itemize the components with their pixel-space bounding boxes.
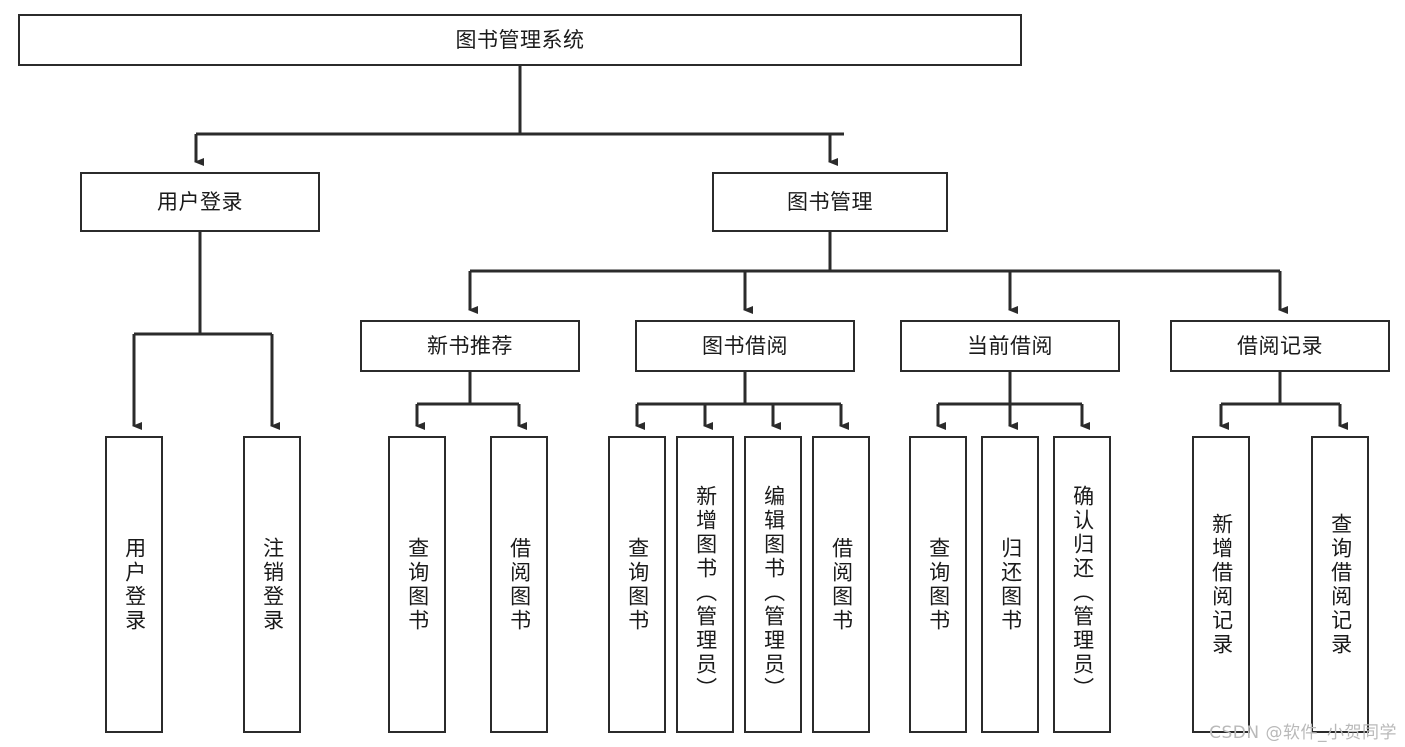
node-current-borrow-label: 当前借阅 xyxy=(967,333,1053,358)
node-borrow-record[interactable]: 借阅记录 xyxy=(1170,320,1390,372)
node-leaf-edit-book[interactable]: 编辑图书（管理员） xyxy=(744,436,802,733)
node-leaf-logout-label: 注销登录 xyxy=(260,536,285,633)
node-leaf-query-record[interactable]: 查询借阅记录 xyxy=(1311,436,1369,733)
node-leaf-add-record-label: 新增借阅记录 xyxy=(1209,512,1234,657)
node-leaf-query-book-1-label: 查询图书 xyxy=(405,536,430,633)
node-root-label: 图书管理系统 xyxy=(455,27,585,52)
node-leaf-return-book-label: 归还图书 xyxy=(998,536,1023,633)
node-leaf-confirm-return[interactable]: 确认归还（管理员） xyxy=(1053,436,1111,733)
node-user-login-label: 用户登录 xyxy=(157,189,243,214)
node-leaf-add-book-label: 新增图书（管理员） xyxy=(693,484,718,701)
node-leaf-query-book-3[interactable]: 查询图书 xyxy=(909,436,967,733)
node-leaf-query-book-2-label: 查询图书 xyxy=(625,536,650,633)
node-borrow-record-label: 借阅记录 xyxy=(1237,333,1323,358)
node-book-borrow[interactable]: 图书借阅 xyxy=(635,320,855,372)
node-current-borrow[interactable]: 当前借阅 xyxy=(900,320,1120,372)
node-leaf-query-record-label: 查询借阅记录 xyxy=(1328,512,1353,657)
node-leaf-query-book-1[interactable]: 查询图书 xyxy=(388,436,446,733)
node-book-borrow-label: 图书借阅 xyxy=(702,333,788,358)
node-user-login[interactable]: 用户登录 xyxy=(80,172,320,232)
node-leaf-add-book[interactable]: 新增图书（管理员） xyxy=(676,436,734,733)
node-book-manage[interactable]: 图书管理 xyxy=(712,172,948,232)
node-root[interactable]: 图书管理系统 xyxy=(18,14,1022,66)
node-leaf-query-book-2[interactable]: 查询图书 xyxy=(608,436,666,733)
node-leaf-query-book-3-label: 查询图书 xyxy=(926,536,951,633)
node-leaf-add-record[interactable]: 新增借阅记录 xyxy=(1192,436,1250,733)
node-leaf-borrow-book-1-label: 借阅图书 xyxy=(507,536,532,633)
node-leaf-confirm-return-label: 确认归还（管理员） xyxy=(1070,484,1095,701)
watermark: CSDN @软件_小贺同学 xyxy=(1209,723,1397,743)
node-new-book-rec-label: 新书推荐 xyxy=(427,333,513,358)
node-leaf-borrow-book-2-label: 借阅图书 xyxy=(829,536,854,633)
node-leaf-return-book[interactable]: 归还图书 xyxy=(981,436,1039,733)
node-book-manage-label: 图书管理 xyxy=(787,189,873,214)
node-leaf-borrow-book-2[interactable]: 借阅图书 xyxy=(812,436,870,733)
node-leaf-borrow-book-1[interactable]: 借阅图书 xyxy=(490,436,548,733)
node-new-book-rec[interactable]: 新书推荐 xyxy=(360,320,580,372)
node-leaf-user-login-label: 用户登录 xyxy=(122,536,147,633)
node-leaf-user-login[interactable]: 用户登录 xyxy=(105,436,163,733)
node-leaf-logout[interactable]: 注销登录 xyxy=(243,436,301,733)
node-leaf-edit-book-label: 编辑图书（管理员） xyxy=(761,484,786,701)
